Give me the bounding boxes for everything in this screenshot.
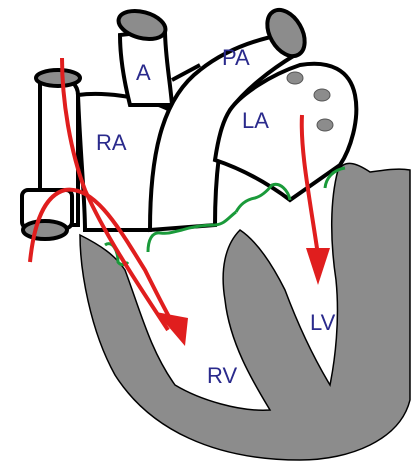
- label-left-atrium: LA: [242, 108, 269, 133]
- pulmonary-vein-opening-2: [314, 89, 330, 101]
- vena-cava: [22, 70, 80, 239]
- label-aorta: A: [136, 60, 151, 85]
- pulmonary-vein-opening-1: [287, 72, 303, 84]
- flow-arrowhead-right: [156, 312, 188, 346]
- label-right-ventricle: RV: [207, 363, 237, 388]
- inferior-vena-cava-opening: [23, 221, 67, 239]
- aorta: [115, 6, 172, 105]
- label-right-atrium: RA: [96, 130, 127, 155]
- pulmonary-vein-opening-3: [317, 119, 333, 131]
- label-left-ventricle: LV: [310, 310, 336, 335]
- vena-cava-opening: [36, 70, 80, 86]
- label-pulmonary-artery: PA: [222, 45, 250, 70]
- flow-arrowhead-left: [306, 248, 330, 285]
